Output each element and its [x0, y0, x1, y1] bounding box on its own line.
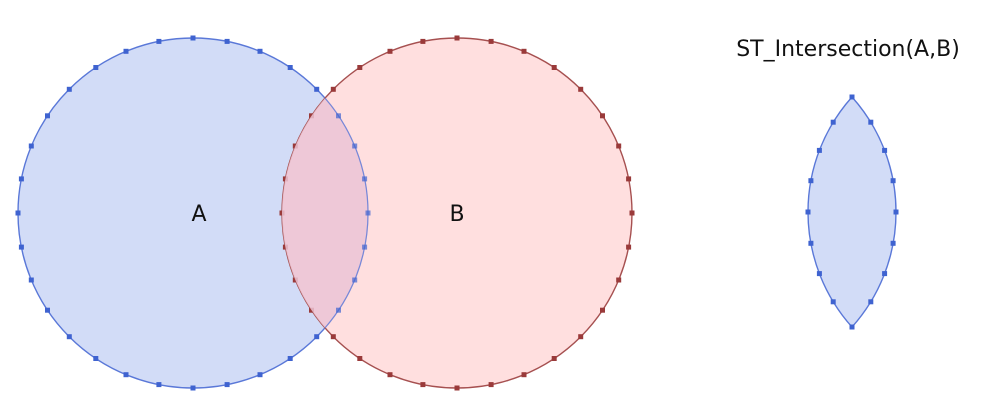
- polygon-a-vertex: [123, 48, 129, 54]
- intersection-result: [805, 94, 899, 330]
- polygon-a-vertex-inside-b: [365, 210, 371, 216]
- intersection-result-vertex: [830, 299, 836, 305]
- intersection-result-vertex: [816, 147, 822, 153]
- polygon-a-vertex-inside-b: [352, 277, 358, 283]
- polygon-b-vertex: [521, 372, 527, 378]
- polygon-a-vertex: [45, 113, 50, 119]
- polygon-b-vertex: [330, 86, 336, 92]
- polygon-b-vertex: [616, 277, 622, 283]
- polygon-b-vertex: [551, 356, 557, 361]
- polygon-a-vertex: [156, 38, 162, 44]
- polygon-a-vertex-inside-b: [336, 113, 341, 119]
- intersection-result-vertex: [893, 209, 899, 215]
- polygon-a-vertex-inside-b: [336, 307, 341, 313]
- polygon-b-vertex: [454, 385, 460, 391]
- intersection-result-vertex: [890, 178, 896, 184]
- polygon-a-vertex: [93, 65, 99, 70]
- polygon-a-vertex: [257, 372, 263, 378]
- polygon-b-vertex: [292, 143, 298, 149]
- intersection-result-vertices: [805, 94, 899, 330]
- result-title: ST_Intersection(A,B): [736, 37, 960, 62]
- polygon-a-vertex: [45, 307, 50, 313]
- polygon-a-vertex: [28, 277, 34, 283]
- intersection-result-vertex: [805, 209, 811, 215]
- overlap-region: [282, 98, 368, 328]
- polygon-b-vertex: [578, 334, 584, 340]
- intersection-result-vertex: [882, 147, 888, 153]
- intersection-result-vertex: [816, 271, 822, 277]
- polygon-a-vertex: [314, 86, 320, 92]
- polygon-a-vertex: [287, 356, 293, 361]
- polygon-b-vertex: [616, 143, 622, 149]
- polygon-a-vertex: [93, 356, 99, 361]
- polygon-a-vertex: [15, 210, 21, 216]
- polygon-b-vertex: [357, 356, 363, 361]
- intersection-result-vertex: [882, 271, 888, 277]
- intersection-result-vertex: [849, 324, 855, 330]
- polygon-a-vertex: [66, 334, 72, 340]
- polygon-a-label: A: [191, 202, 206, 227]
- polygon-a-vertex: [66, 86, 72, 92]
- polygon-a-vertex-inside-b: [362, 176, 368, 182]
- polygon-a-vertex: [287, 65, 293, 70]
- polygon-a-vertex: [314, 334, 320, 340]
- polygon-b-vertex: [551, 65, 557, 70]
- polygon-b-vertex: [357, 65, 363, 70]
- intersection-result-shape: [807, 95, 897, 329]
- polygon-a-vertex: [190, 385, 196, 391]
- polygon-b-vertex: [454, 35, 460, 41]
- intersection-result-vertex: [868, 299, 874, 305]
- polygon-a-vertex: [123, 372, 129, 378]
- polygon-b-vertex: [626, 176, 632, 182]
- polygon-a-vertex: [224, 38, 230, 44]
- intersection-result-vertex: [808, 240, 814, 246]
- intersection-result-vertex: [868, 119, 874, 125]
- polygon-b-vertex: [626, 244, 632, 250]
- polygon-b-vertex: [420, 382, 426, 388]
- polygon-b-vertex: [330, 334, 336, 340]
- polygon-b-vertex: [420, 38, 426, 44]
- polygon-a-vertices-inside-b: [336, 113, 371, 313]
- polygon-b-vertex: [578, 86, 584, 92]
- polygon-a-vertex: [257, 48, 263, 54]
- intersection-result-vertex: [890, 240, 896, 246]
- polygon-b-vertex: [387, 48, 393, 54]
- polygon-b-vertex: [488, 38, 494, 44]
- polygon-a-vertex: [224, 382, 230, 388]
- polygon-a-vertex-inside-b: [352, 143, 358, 149]
- polygon-b-vertex: [488, 382, 494, 388]
- polygon-b-vertex: [629, 210, 635, 216]
- polygon-b-vertex: [521, 48, 527, 54]
- polygon-a-vertex: [28, 143, 34, 149]
- polygon-a-vertex: [156, 382, 162, 388]
- intersection-result-vertex: [830, 119, 836, 125]
- polygon-b-vertex: [292, 277, 298, 283]
- polygon-a-vertex: [18, 244, 24, 250]
- polygon-b-label: B: [449, 202, 464, 227]
- intersection-result-vertex: [808, 178, 814, 184]
- polygon-b-vertex: [600, 113, 605, 119]
- polygon-b-vertex: [387, 372, 393, 378]
- polygon-a-vertex: [18, 176, 24, 182]
- polygon-b-vertex: [600, 307, 605, 313]
- intersection-result-vertex: [849, 94, 855, 100]
- polygon-a-vertex-inside-b: [362, 244, 368, 250]
- polygon-a-vertices: [15, 35, 320, 391]
- polygon-a-vertex: [190, 35, 196, 41]
